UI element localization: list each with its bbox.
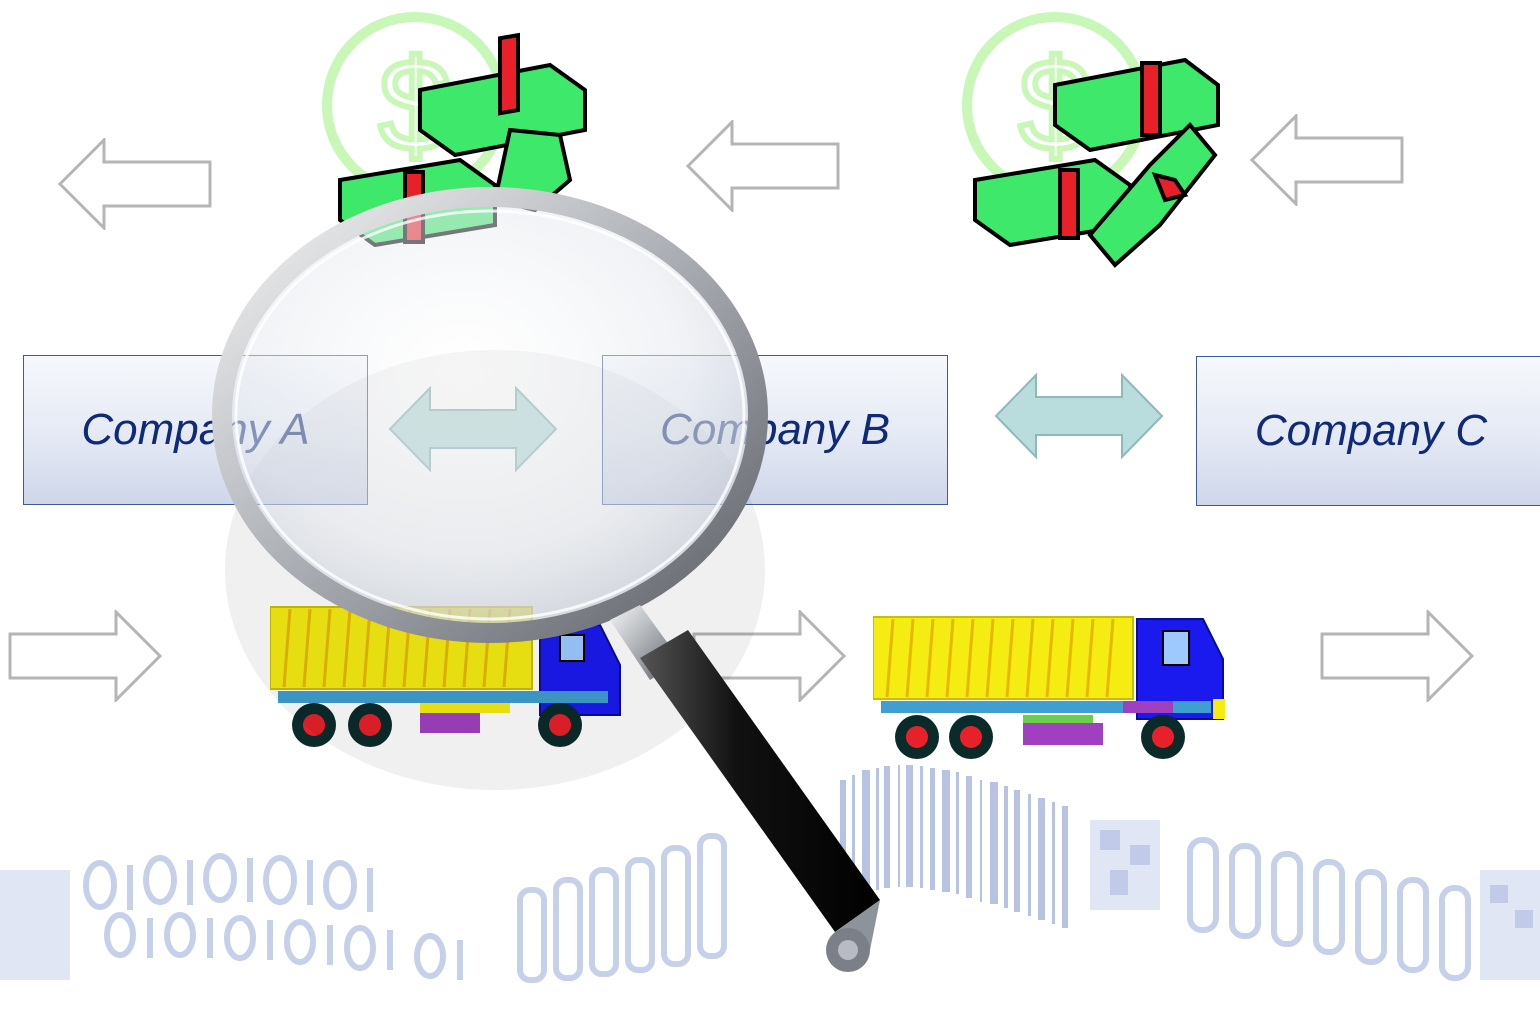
arrow-left-icon (1250, 114, 1404, 206)
money-stack-icon: $ (962, 12, 1220, 268)
barcode-background (0, 765, 1540, 983)
arrow-right-icon (8, 610, 162, 702)
double-arrow-icon (994, 373, 1164, 459)
company-c-label: Company C (1254, 406, 1488, 455)
arrow-left-icon (58, 138, 212, 230)
magnifying-glass-icon (212, 187, 880, 972)
arrow-right-icon (1320, 610, 1474, 702)
company-c-box: Company C (1196, 356, 1540, 506)
arrow-left-icon (686, 120, 840, 212)
truck-icon (873, 616, 1225, 759)
